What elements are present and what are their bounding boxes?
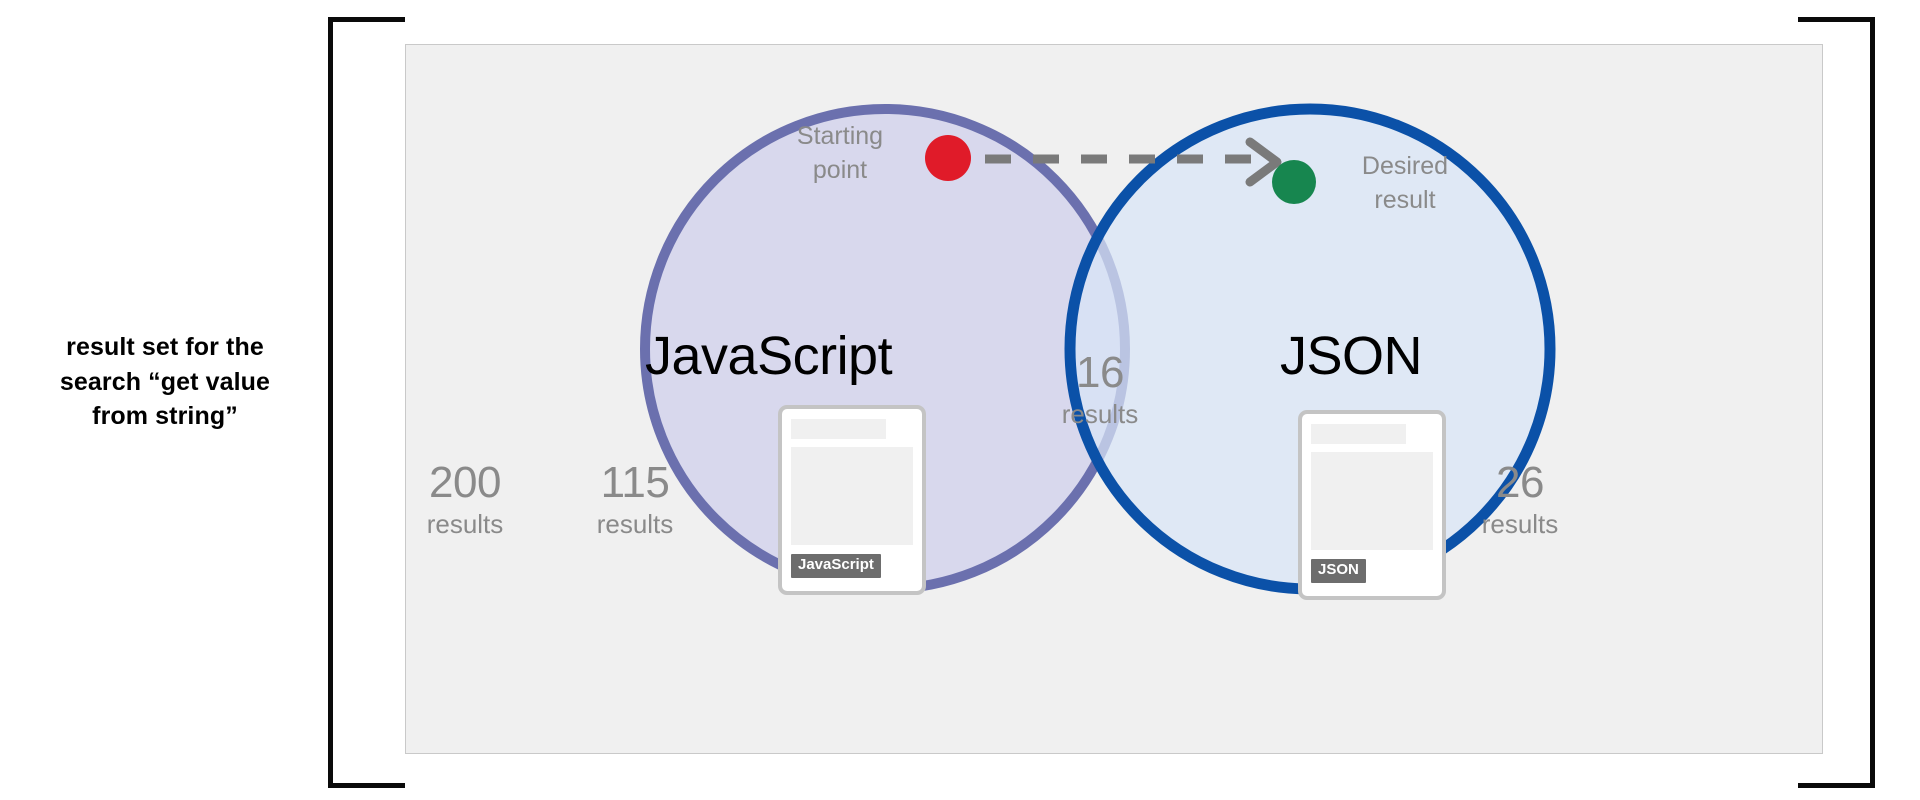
left-bracket-bottom-arm <box>328 783 405 788</box>
caption-line-1: result set for the <box>66 333 264 361</box>
annotation-desired-result: Desired result <box>1320 150 1490 218</box>
left-bracket <box>328 17 410 788</box>
label-json: JSON <box>1280 326 1423 386</box>
count-javascript-label: results <box>596 509 674 540</box>
card-title-placeholder <box>791 419 886 439</box>
card-title-placeholder <box>1311 424 1406 444</box>
count-outside-value: 200 <box>429 458 501 507</box>
count-outside-label: results <box>426 509 504 540</box>
desired-result-dot-icon <box>1272 160 1316 204</box>
right-bracket-bottom-arm <box>1798 783 1875 788</box>
annotation-desired-result-line-2: result <box>1374 185 1436 214</box>
starting-point-dot-icon <box>925 135 971 181</box>
annotation-starting-point: Starting point <box>760 120 920 188</box>
left-bracket-top-arm <box>328 17 405 22</box>
right-bracket-top-arm <box>1798 17 1875 22</box>
count-javascript-value: 115 <box>600 458 670 507</box>
card-tag-json: JSON <box>1311 559 1366 583</box>
label-javascript: JavaScript <box>645 326 893 386</box>
count-json-value: 26 <box>1496 458 1544 507</box>
count-intersection-value: 16 <box>1076 348 1124 397</box>
annotation-starting-point-line-1: Starting <box>796 122 884 150</box>
count-intersection: 16 results <box>1035 348 1165 432</box>
document-card-javascript: JavaScript <box>778 405 926 595</box>
left-bracket-stem <box>328 17 333 788</box>
right-bracket-stem <box>1870 17 1875 788</box>
annotation-starting-point-line-2: point <box>812 155 868 184</box>
count-json-label: results <box>1481 509 1559 540</box>
caption-line-2: search “get value <box>59 367 271 396</box>
right-bracket <box>1793 17 1875 788</box>
card-body-placeholder <box>1311 452 1433 550</box>
caption-line-3: from string” <box>92 402 238 430</box>
caption-text: result set for the search “get value fro… <box>10 330 320 434</box>
document-card-json: JSON <box>1298 410 1446 600</box>
count-outside: 200 results <box>400 458 530 542</box>
count-intersection-label: results <box>1061 399 1139 430</box>
count-json-only: 26 results <box>1455 458 1585 542</box>
card-tag-javascript: JavaScript <box>791 554 881 578</box>
card-body-placeholder <box>791 447 913 545</box>
count-javascript-only: 115 results <box>570 458 700 542</box>
annotation-desired-result-line-1: Desired <box>1361 152 1449 180</box>
